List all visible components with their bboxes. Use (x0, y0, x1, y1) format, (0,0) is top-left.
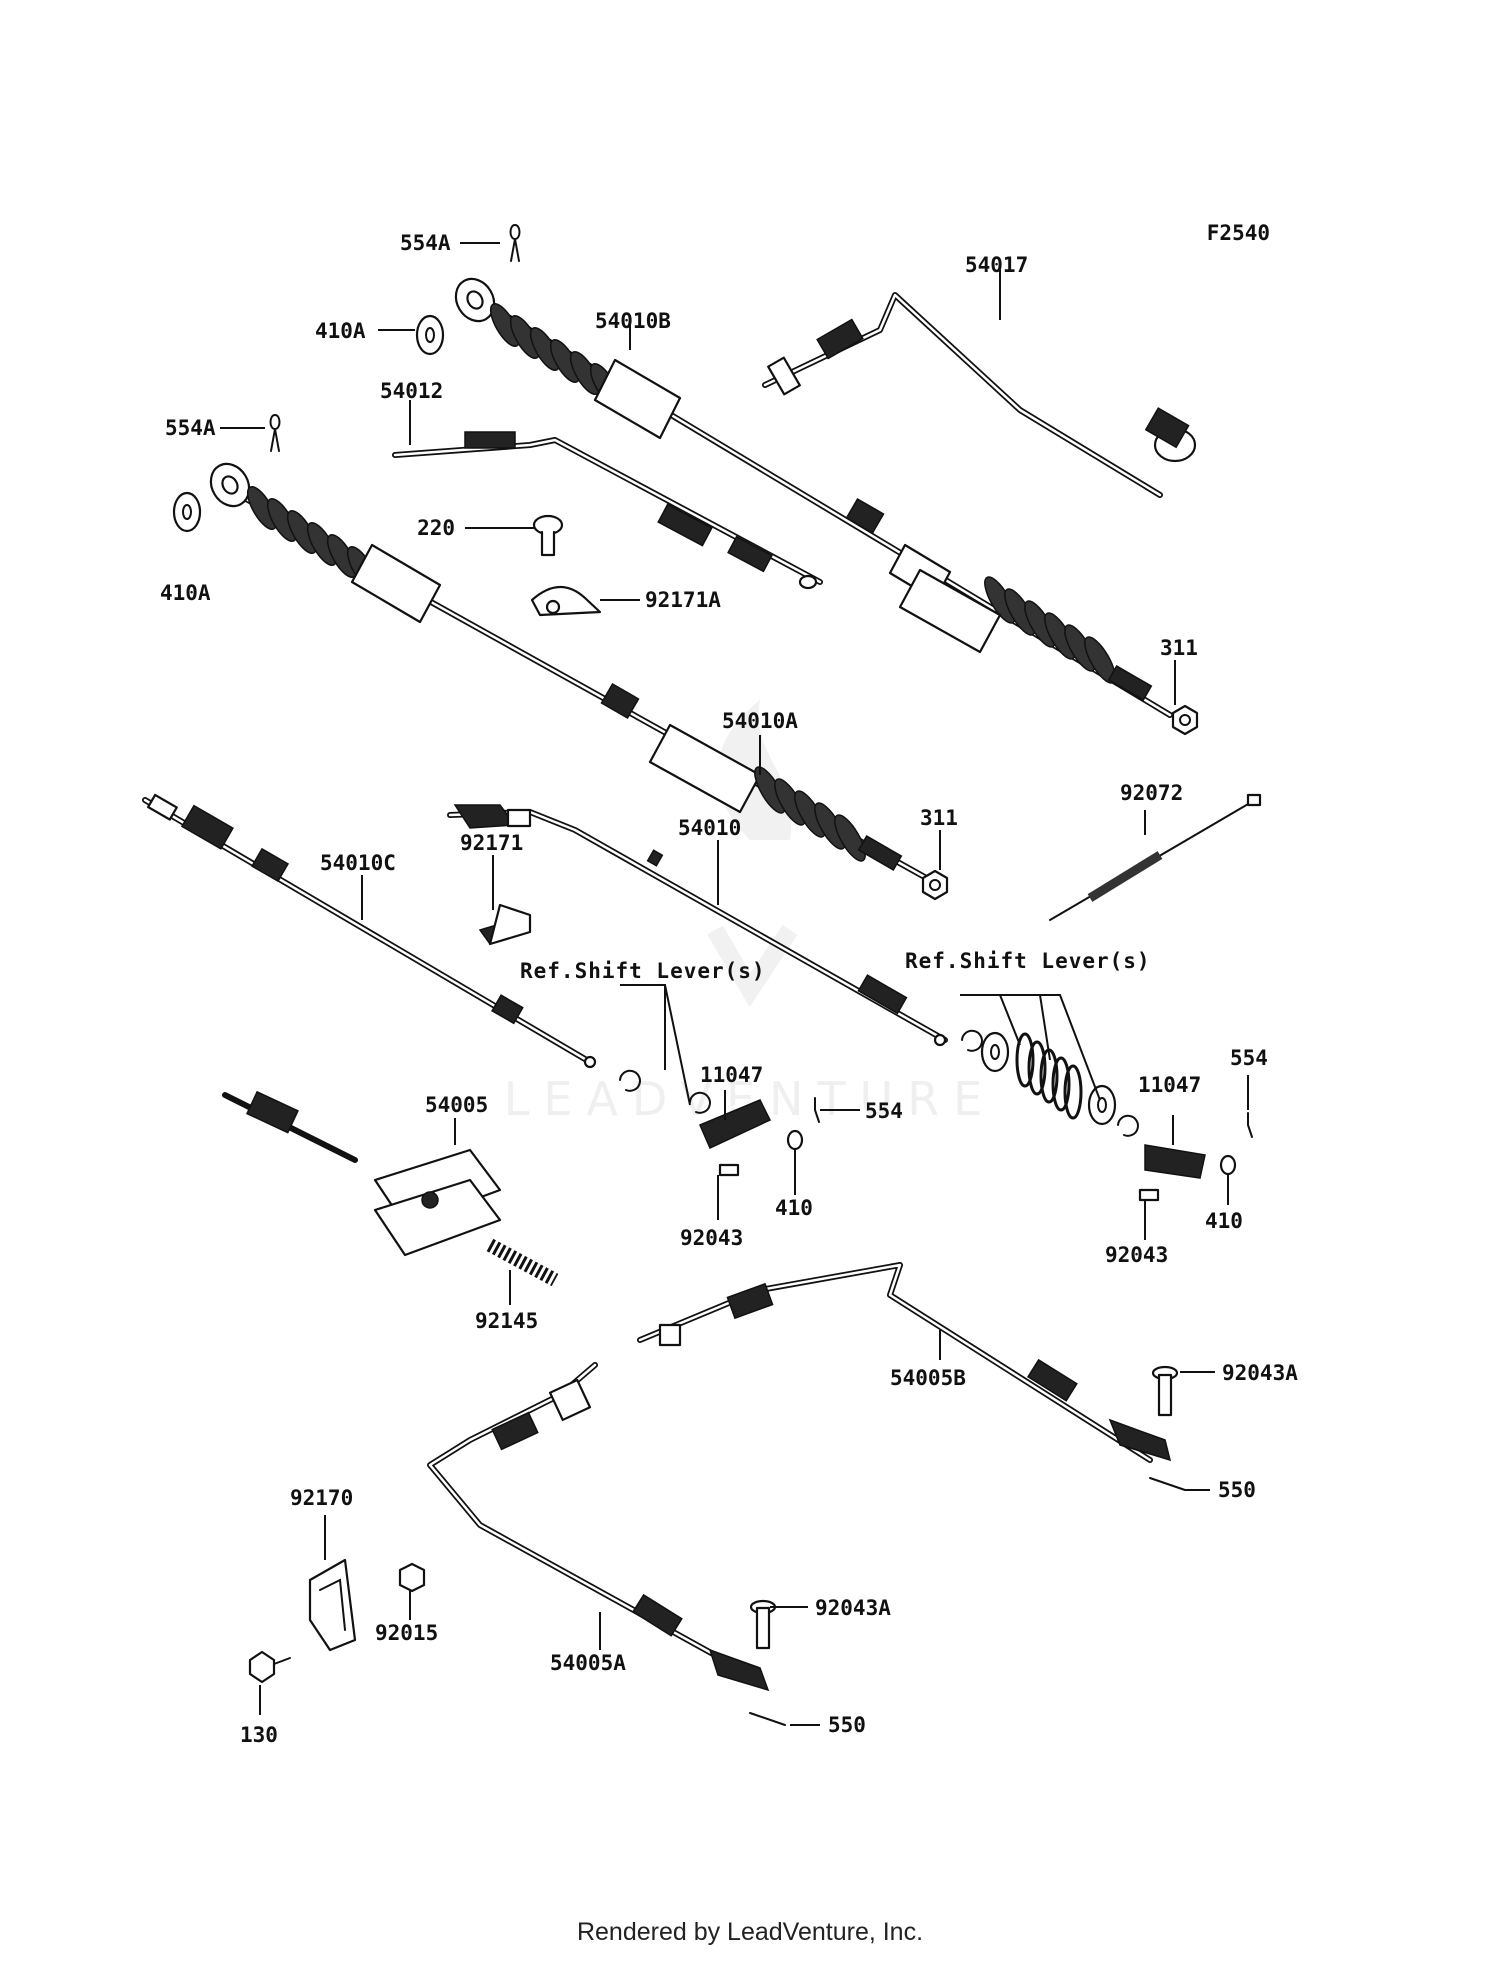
label-92072: 92072 (1120, 781, 1183, 805)
label-92171: 92171 (460, 831, 523, 855)
clamp-92171A (530, 585, 602, 617)
cable-54017 (762, 292, 1197, 498)
footer-credit: Rendered by LeadVenture, Inc. (576, 1918, 924, 1946)
label-410-right: 410 (1205, 1209, 1243, 1233)
label-54005B: 54005B (890, 1366, 966, 1390)
label-54012: 54012 (380, 379, 443, 403)
label-92043-right: 92043 (1105, 1243, 1168, 1267)
label-54010A: 54010A (722, 709, 798, 733)
collar-92015 (398, 1562, 426, 1593)
cable-54010C (142, 793, 597, 1069)
label-554-right: 554 (1230, 1046, 1268, 1070)
label-54010C: 54010C (320, 851, 396, 875)
washer-410A-left (172, 491, 202, 533)
shift-lever-right-parts (961, 1029, 1253, 1202)
leader-lines (220, 242, 1249, 1726)
label-410A-top: 410A (315, 319, 366, 343)
bracket-54005 (222, 1090, 502, 1257)
label-54017: 54017 (965, 253, 1028, 277)
label-54010: 54010 (678, 816, 741, 840)
bolt-130 (248, 1650, 291, 1684)
label-554A-left: 554A (165, 416, 216, 440)
label-410-left: 410 (775, 1196, 813, 1220)
callout-labels: 554A 410A 54010B 54017 54012 554A 410A 2… (160, 231, 1298, 1747)
ref-shift-lever-left: Ref.Shift Lever(s) (520, 959, 766, 983)
cable-54005A (427, 1362, 786, 1726)
clip-92171 (478, 903, 532, 946)
label-554A-top: 554A (400, 231, 451, 255)
cable-54010A (209, 462, 933, 883)
pin-554A-left (269, 414, 281, 452)
label-311-top: 311 (1160, 636, 1198, 660)
figure-code: F2540 (1207, 221, 1270, 245)
label-92145: 92145 (475, 1309, 538, 1333)
guide-92170 (308, 1558, 357, 1652)
shift-lever-left-parts (619, 1069, 820, 1177)
label-92170: 92170 (290, 1486, 353, 1510)
label-11047-right: 11047 (1138, 1073, 1201, 1097)
label-410A-left: 410A (160, 581, 211, 605)
label-54005A: 54005A (550, 1651, 626, 1675)
nut-311-top (1171, 704, 1199, 736)
label-311-mid: 311 (920, 806, 958, 830)
label-11047-left: 11047 (700, 1063, 763, 1087)
label-92043A-top: 92043A (1222, 1361, 1298, 1385)
label-92043A-bottom: 92043A (815, 1596, 891, 1620)
label-550-top: 550 (1218, 1478, 1256, 1502)
cable-54010 (447, 804, 948, 1047)
washer-410A-top (415, 314, 445, 356)
label-92015: 92015 (375, 1621, 438, 1645)
cable-54005B (637, 1262, 1186, 1491)
label-130: 130 (240, 1723, 278, 1747)
pin-554A-top (509, 224, 521, 262)
label-54005: 54005 (425, 1093, 488, 1117)
ref-shift-lever-right: Ref.Shift Lever(s) (905, 949, 1151, 973)
label-220: 220 (417, 516, 455, 540)
label-550-bottom: 550 (828, 1713, 866, 1737)
spring-92145 (486, 1238, 559, 1287)
label-92043-left: 92043 (680, 1226, 743, 1250)
label-92171A: 92171A (645, 588, 721, 612)
label-554-left: 554 (865, 1099, 903, 1123)
cable-54012 (392, 431, 823, 590)
label-54010B: 54010B (595, 309, 671, 333)
cable-54010B (454, 277, 1173, 718)
screw-220 (532, 514, 564, 557)
nut-311-mid (921, 869, 949, 901)
cable-tie-92072 (1049, 793, 1262, 921)
